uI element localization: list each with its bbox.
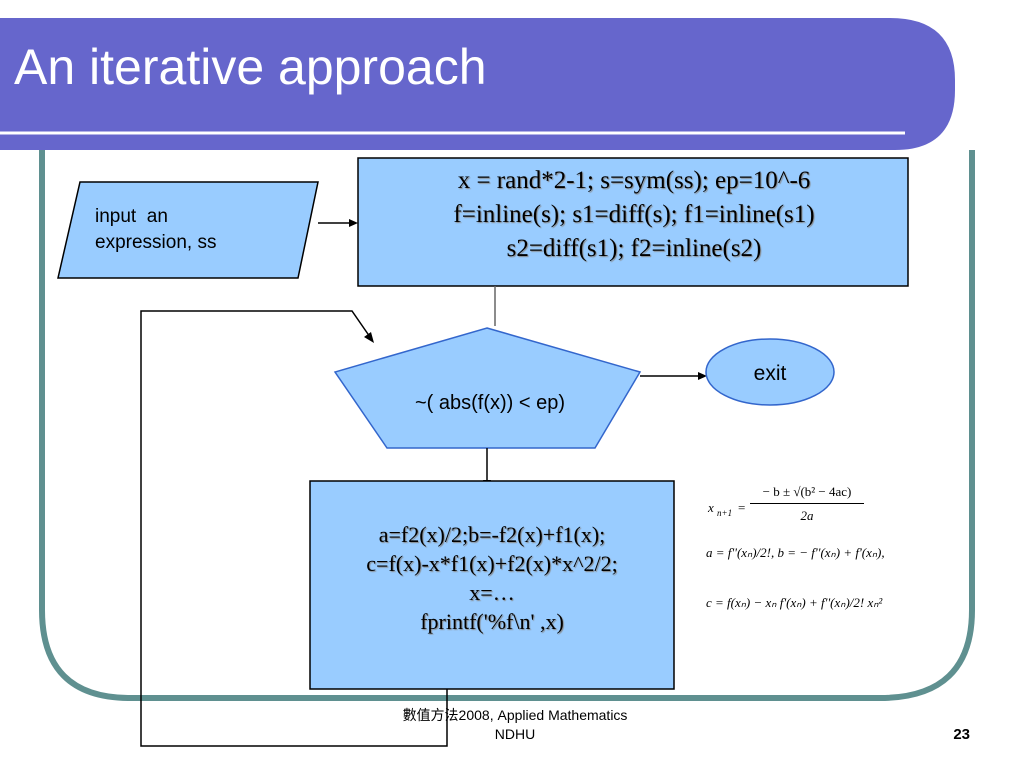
update-box-line: a=f2(x)/2;b=-f2(x)+f1(x); — [378, 522, 606, 547]
page-number: 23 — [953, 726, 970, 743]
update-box-line: x=… — [469, 580, 515, 605]
formula-x-sub: n+1 — [717, 508, 733, 518]
arrowhead-decision-to-exit — [698, 372, 707, 380]
slide-footer: 數值方法2008, Applied Mathematics NDHU — [330, 706, 700, 744]
formula-x-lhs: x — [708, 500, 714, 515]
slide-title: An iterative approach — [14, 39, 487, 95]
formula-c: c = f(xₙ) − xₙ f'(xₙ) + f''(xₙ)/2! xₙ² — [706, 595, 883, 610]
init-box-line: x = rand*2-1; s=sym(ss); ep=10^-6 — [457, 167, 811, 194]
slide-frame — [39, 150, 975, 701]
input-parallelogram — [57, 181, 319, 279]
fraction-bar — [750, 503, 864, 504]
exit-terminal — [705, 338, 835, 406]
input-box-text: input an expression, ss — [95, 204, 216, 256]
decision-shape — [333, 327, 642, 449]
exit-label: exit — [753, 362, 787, 385]
footer-line: NDHU — [494, 726, 536, 742]
loop-back-line — [140, 310, 448, 747]
input-box-line: input an — [95, 206, 168, 227]
init-process-box — [357, 157, 909, 287]
init-box-line: f=inline(s); s1=diff(s); f1=inline(s1) — [453, 201, 815, 228]
formula-a-b: a = f''(xₙ)/2!, b = − f''(xₙ) + f'(xₙ), — [706, 545, 885, 560]
arrowhead-input-to-init — [349, 219, 358, 227]
footer-line: 數值方法2008, Applied Mathematics — [402, 707, 628, 723]
formula-x-denominator: 2a — [800, 508, 814, 523]
init-box-line: s2=diff(s1); f2=inline(s2) — [506, 235, 762, 262]
title-banner — [0, 18, 955, 150]
update-box-text: a=f2(x)/2;b=-f2(x)+f1(x); c=f(x)-x*f1(x)… — [312, 520, 672, 636]
arrowhead-loop-back — [364, 332, 374, 343]
decision-label: ~( abs(f(x)) < ep) — [414, 392, 566, 414]
update-box-line: c=f(x)-x*f1(x)+f2(x)*x^2/2; — [366, 551, 618, 576]
input-box-line: expression, ss — [95, 232, 217, 253]
update-box-line: fprintf('%f\n' ,x) — [420, 609, 564, 634]
update-process-box — [309, 480, 675, 690]
init-box-text: x = rand*2-1; s=sym(ss); ep=10^-6 f=inli… — [362, 164, 906, 266]
formula-x-numerator: − b ± √(b² − 4ac) — [762, 484, 852, 499]
formula-x-next: x n+1 = − b ± √(b² − 4ac) 2a — [706, 484, 906, 530]
